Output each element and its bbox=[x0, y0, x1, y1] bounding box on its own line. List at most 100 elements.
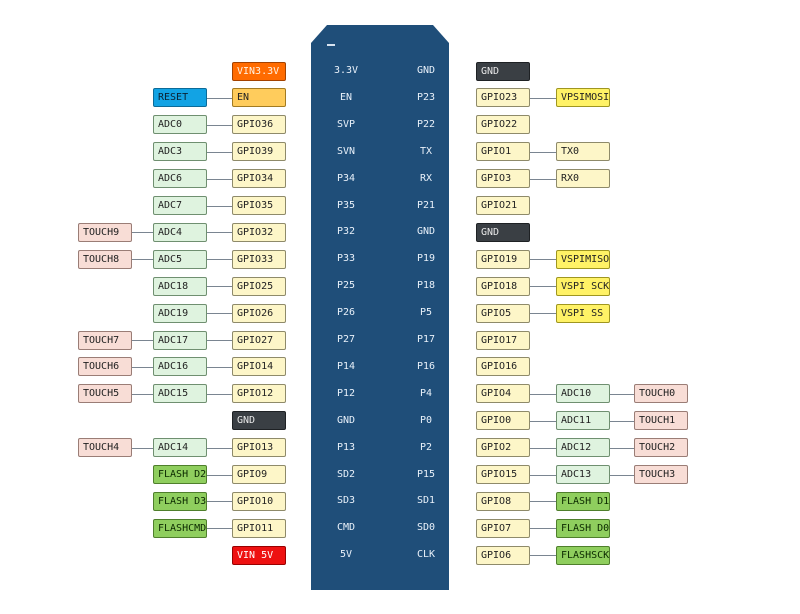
left-connector bbox=[207, 475, 232, 476]
pin-tag-gpio34: GPIO34 bbox=[232, 169, 286, 188]
right-pin-label: GND bbox=[416, 65, 436, 76]
pin-tag-gpio14: GPIO14 bbox=[232, 357, 286, 376]
left-connector bbox=[207, 394, 232, 395]
right-pin-label: SD1 bbox=[416, 495, 436, 506]
left-pin-label: GND bbox=[336, 415, 356, 426]
pin-tag-gnd: GND bbox=[476, 62, 530, 81]
right-pin-label: P18 bbox=[416, 280, 436, 291]
right-pin-label: GND bbox=[416, 226, 436, 237]
pin-tag-vspi-ss: VSPI SS bbox=[556, 304, 610, 323]
pin-tag-gpio8: GPIO8 bbox=[476, 492, 530, 511]
pin-tag-gpio18: GPIO18 bbox=[476, 277, 530, 296]
left-connector bbox=[132, 232, 153, 233]
pin-tag-touch5: TOUCH5 bbox=[78, 384, 132, 403]
pin-tag-vin3-3v: VIN3.3V bbox=[232, 62, 286, 81]
pin-tag-gpio17: GPIO17 bbox=[476, 331, 530, 350]
right-pin-label: P16 bbox=[416, 361, 436, 372]
right-connector bbox=[530, 179, 556, 180]
pin-tag-gpio32: GPIO32 bbox=[232, 223, 286, 242]
pin-tag-gpio19: GPIO19 bbox=[476, 250, 530, 269]
pin-tag-adc6: ADC6 bbox=[153, 169, 207, 188]
pin-tag-touch7: TOUCH7 bbox=[78, 331, 132, 350]
right-pin-label: P17 bbox=[416, 334, 436, 345]
pin-tag-gpio39: GPIO39 bbox=[232, 142, 286, 161]
left-pin-label: P34 bbox=[336, 173, 356, 184]
pin-tag-adc17: ADC17 bbox=[153, 331, 207, 350]
pin-tag-vspi-sck: VSPI SCK bbox=[556, 277, 610, 296]
pin-tag-gpio16: GPIO16 bbox=[476, 357, 530, 376]
right-connector bbox=[530, 313, 556, 314]
left-pin-label: SVP bbox=[336, 119, 356, 130]
pin-tag-gpio2: GPIO2 bbox=[476, 438, 530, 457]
right-connector bbox=[530, 475, 556, 476]
right-pin-label: P2 bbox=[419, 442, 433, 453]
pin-tag-adc5: ADC5 bbox=[153, 250, 207, 269]
pin-tag-flash-d2: FLASH D2 bbox=[153, 465, 207, 484]
right-connector bbox=[530, 259, 556, 260]
pin-tag-reset: RESET bbox=[153, 88, 207, 107]
right-pin-label: P5 bbox=[419, 307, 433, 318]
board-body bbox=[311, 25, 449, 590]
right-pin-label: SD0 bbox=[416, 522, 436, 533]
pin-tag-adc10: ADC10 bbox=[556, 384, 610, 403]
left-connector bbox=[207, 367, 232, 368]
pin-tag-gpio15: GPIO15 bbox=[476, 465, 530, 484]
left-connector bbox=[207, 448, 232, 449]
pin-tag-gpio10: GPIO10 bbox=[232, 492, 286, 511]
right-connector bbox=[530, 448, 556, 449]
pin-tag-gnd: GND bbox=[476, 223, 530, 242]
pin-tag-gpio23: GPIO23 bbox=[476, 88, 530, 107]
right-connector bbox=[530, 98, 556, 99]
right-pin-label: P23 bbox=[416, 92, 436, 103]
pin-tag-gpio3: GPIO3 bbox=[476, 169, 530, 188]
pin-tag-gpio5: GPIO5 bbox=[476, 304, 530, 323]
right-connector bbox=[530, 555, 556, 556]
pin-tag-gpio26: GPIO26 bbox=[232, 304, 286, 323]
pin-tag-touch3: TOUCH3 bbox=[634, 465, 688, 484]
left-connector bbox=[207, 313, 232, 314]
pin-tag-adc11: ADC11 bbox=[556, 411, 610, 430]
right-pin-label: P0 bbox=[419, 415, 433, 426]
pin-tag-touch0: TOUCH0 bbox=[634, 384, 688, 403]
right-connector bbox=[530, 394, 556, 395]
pin-tag-touch1: TOUCH1 bbox=[634, 411, 688, 430]
pin-tag-gpio27: GPIO27 bbox=[232, 331, 286, 350]
left-connector bbox=[132, 259, 153, 260]
pin-tag-adc3: ADC3 bbox=[153, 142, 207, 161]
left-pin-label: P35 bbox=[336, 200, 356, 211]
pin-tag-gpio12: GPIO12 bbox=[232, 384, 286, 403]
pin-tag-tx0: TX0 bbox=[556, 142, 610, 161]
right-connector bbox=[530, 501, 556, 502]
right-pin-label: P4 bbox=[419, 388, 433, 399]
pin-tag-gpio11: GPIO11 bbox=[232, 519, 286, 538]
pin-tag-gpio9: GPIO9 bbox=[232, 465, 286, 484]
pin-tag-vspimiso: VSPIMISO bbox=[556, 250, 610, 269]
pin-tag-gpio22: GPIO22 bbox=[476, 115, 530, 134]
right-pin-label: P15 bbox=[416, 469, 436, 480]
pin-tag-gpio0: GPIO0 bbox=[476, 411, 530, 430]
left-pin-label: CMD bbox=[336, 522, 356, 533]
pin-tag-touch2: TOUCH2 bbox=[634, 438, 688, 457]
right-pin-label: P21 bbox=[416, 200, 436, 211]
left-connector bbox=[207, 152, 232, 153]
left-connector bbox=[132, 448, 153, 449]
pin-tag-touch9: TOUCH9 bbox=[78, 223, 132, 242]
pin-tag-adc19: ADC19 bbox=[153, 304, 207, 323]
pin-tag-vpsimosi: VPSIMOSI bbox=[556, 88, 610, 107]
pin-tag-gpio13: GPIO13 bbox=[232, 438, 286, 457]
pin-tag-gpio33: GPIO33 bbox=[232, 250, 286, 269]
pin-tag-flash-d1: FLASH D1 bbox=[556, 492, 610, 511]
left-pin-label: P12 bbox=[336, 388, 356, 399]
pin-tag-gpio4: GPIO4 bbox=[476, 384, 530, 403]
pin-tag-flash-d3: FLASH D3 bbox=[153, 492, 207, 511]
left-pin-label: P32 bbox=[336, 226, 356, 237]
left-pin-label: SVN bbox=[336, 146, 356, 157]
pin-tag-gpio7: GPIO7 bbox=[476, 519, 530, 538]
pin-tag-flashsck: FLASHSCK bbox=[556, 546, 610, 565]
left-connector bbox=[207, 340, 232, 341]
pin-tag-flashcmd: FLASHCMD bbox=[153, 519, 207, 538]
pin-tag-adc7: ADC7 bbox=[153, 196, 207, 215]
pin-tag-gpio21: GPIO21 bbox=[476, 196, 530, 215]
left-pin-label: P14 bbox=[336, 361, 356, 372]
